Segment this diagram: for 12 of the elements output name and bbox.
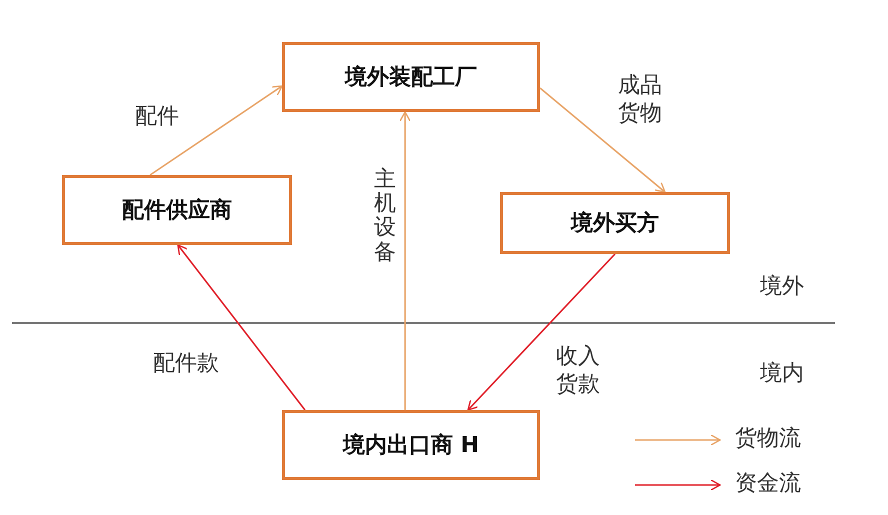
process-box: 境内出口商 H — [282, 410, 540, 480]
arrow — [467, 253, 616, 411]
arrow — [399, 111, 411, 410]
process-box: 境外装配工厂 — [282, 42, 540, 112]
arrow — [150, 85, 283, 176]
arrow — [539, 87, 666, 193]
arrow — [177, 244, 306, 410]
process-box: 境外买方 — [500, 192, 730, 254]
edge-label: 成品货物 — [618, 72, 662, 127]
process-box: 配件供应商 — [62, 175, 292, 245]
edge-label: 收入货款 — [556, 343, 600, 398]
edge-label: 主机设备 — [374, 168, 396, 265]
